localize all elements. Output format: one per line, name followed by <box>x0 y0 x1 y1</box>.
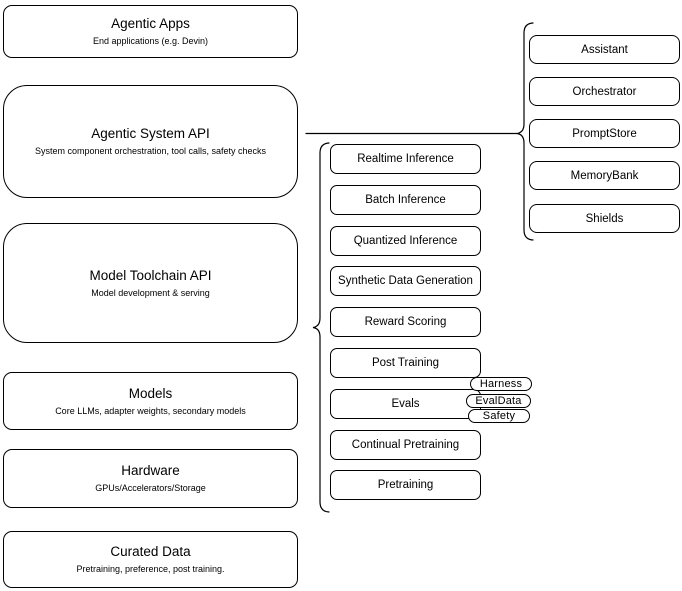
node-models: Models Core LLMs, adapter weights, secon… <box>3 372 298 430</box>
node-promptstore: PromptStore <box>529 119 680 148</box>
node-reward-scoring: Reward Scoring <box>330 307 481 337</box>
node-batch-inference: Batch Inference <box>330 185 481 215</box>
node-title: Agentic Apps <box>111 16 190 31</box>
node-subtitle: Model development & serving <box>91 287 210 298</box>
node-agentic-apps: Agentic Apps End applications (e.g. Devi… <box>3 5 298 58</box>
node-quantized-inference: Quantized Inference <box>330 226 481 256</box>
node-agentic-system-api: Agentic System API System component orch… <box>3 85 298 198</box>
node-orchestrator: Orchestrator <box>529 77 680 106</box>
node-subtitle: End applications (e.g. Devin) <box>92 36 209 46</box>
tag-safety: Safety <box>468 409 530 423</box>
node-curated-data: Curated Data Pretraining, preference, po… <box>3 531 298 588</box>
node-evals: Evals <box>330 389 481 419</box>
tag-harness: Harness <box>470 377 532 391</box>
node-title: Model Toolchain API <box>89 267 212 283</box>
node-shields: Shields <box>529 204 680 233</box>
node-subtitle: Core LLMs, adapter weights, secondary mo… <box>55 405 246 416</box>
node-memorybank: MemoryBank <box>529 161 680 190</box>
node-subtitle: System component orchestration, tool cal… <box>34 146 267 156</box>
system-components-brace <box>516 22 534 241</box>
node-model-toolchain-api: Model Toolchain API Model development & … <box>3 223 298 343</box>
node-realtime-inference: Realtime Inference <box>330 144 481 174</box>
node-pretraining: Pretraining <box>330 470 481 500</box>
node-title: Agentic System API <box>91 126 210 141</box>
toolchain-brace <box>312 142 330 513</box>
node-title: Curated Data <box>110 544 191 559</box>
tag-evaldata: EvalData <box>466 394 531 408</box>
node-title: Models <box>128 385 173 401</box>
node-assistant: Assistant <box>529 35 680 64</box>
node-hardware: Hardware GPUs/Accelerators/Storage <box>3 449 298 508</box>
node-synthetic-data-generation: Synthetic Data Generation <box>330 266 481 296</box>
node-subtitle: Pretraining, preference, post training. <box>76 564 225 574</box>
node-title: Hardware <box>121 463 180 478</box>
node-continual-pretraining: Continual Pretraining <box>330 430 481 460</box>
node-post-training: Post Training <box>330 348 481 378</box>
node-subtitle: GPUs/Accelerators/Storage <box>95 483 206 493</box>
